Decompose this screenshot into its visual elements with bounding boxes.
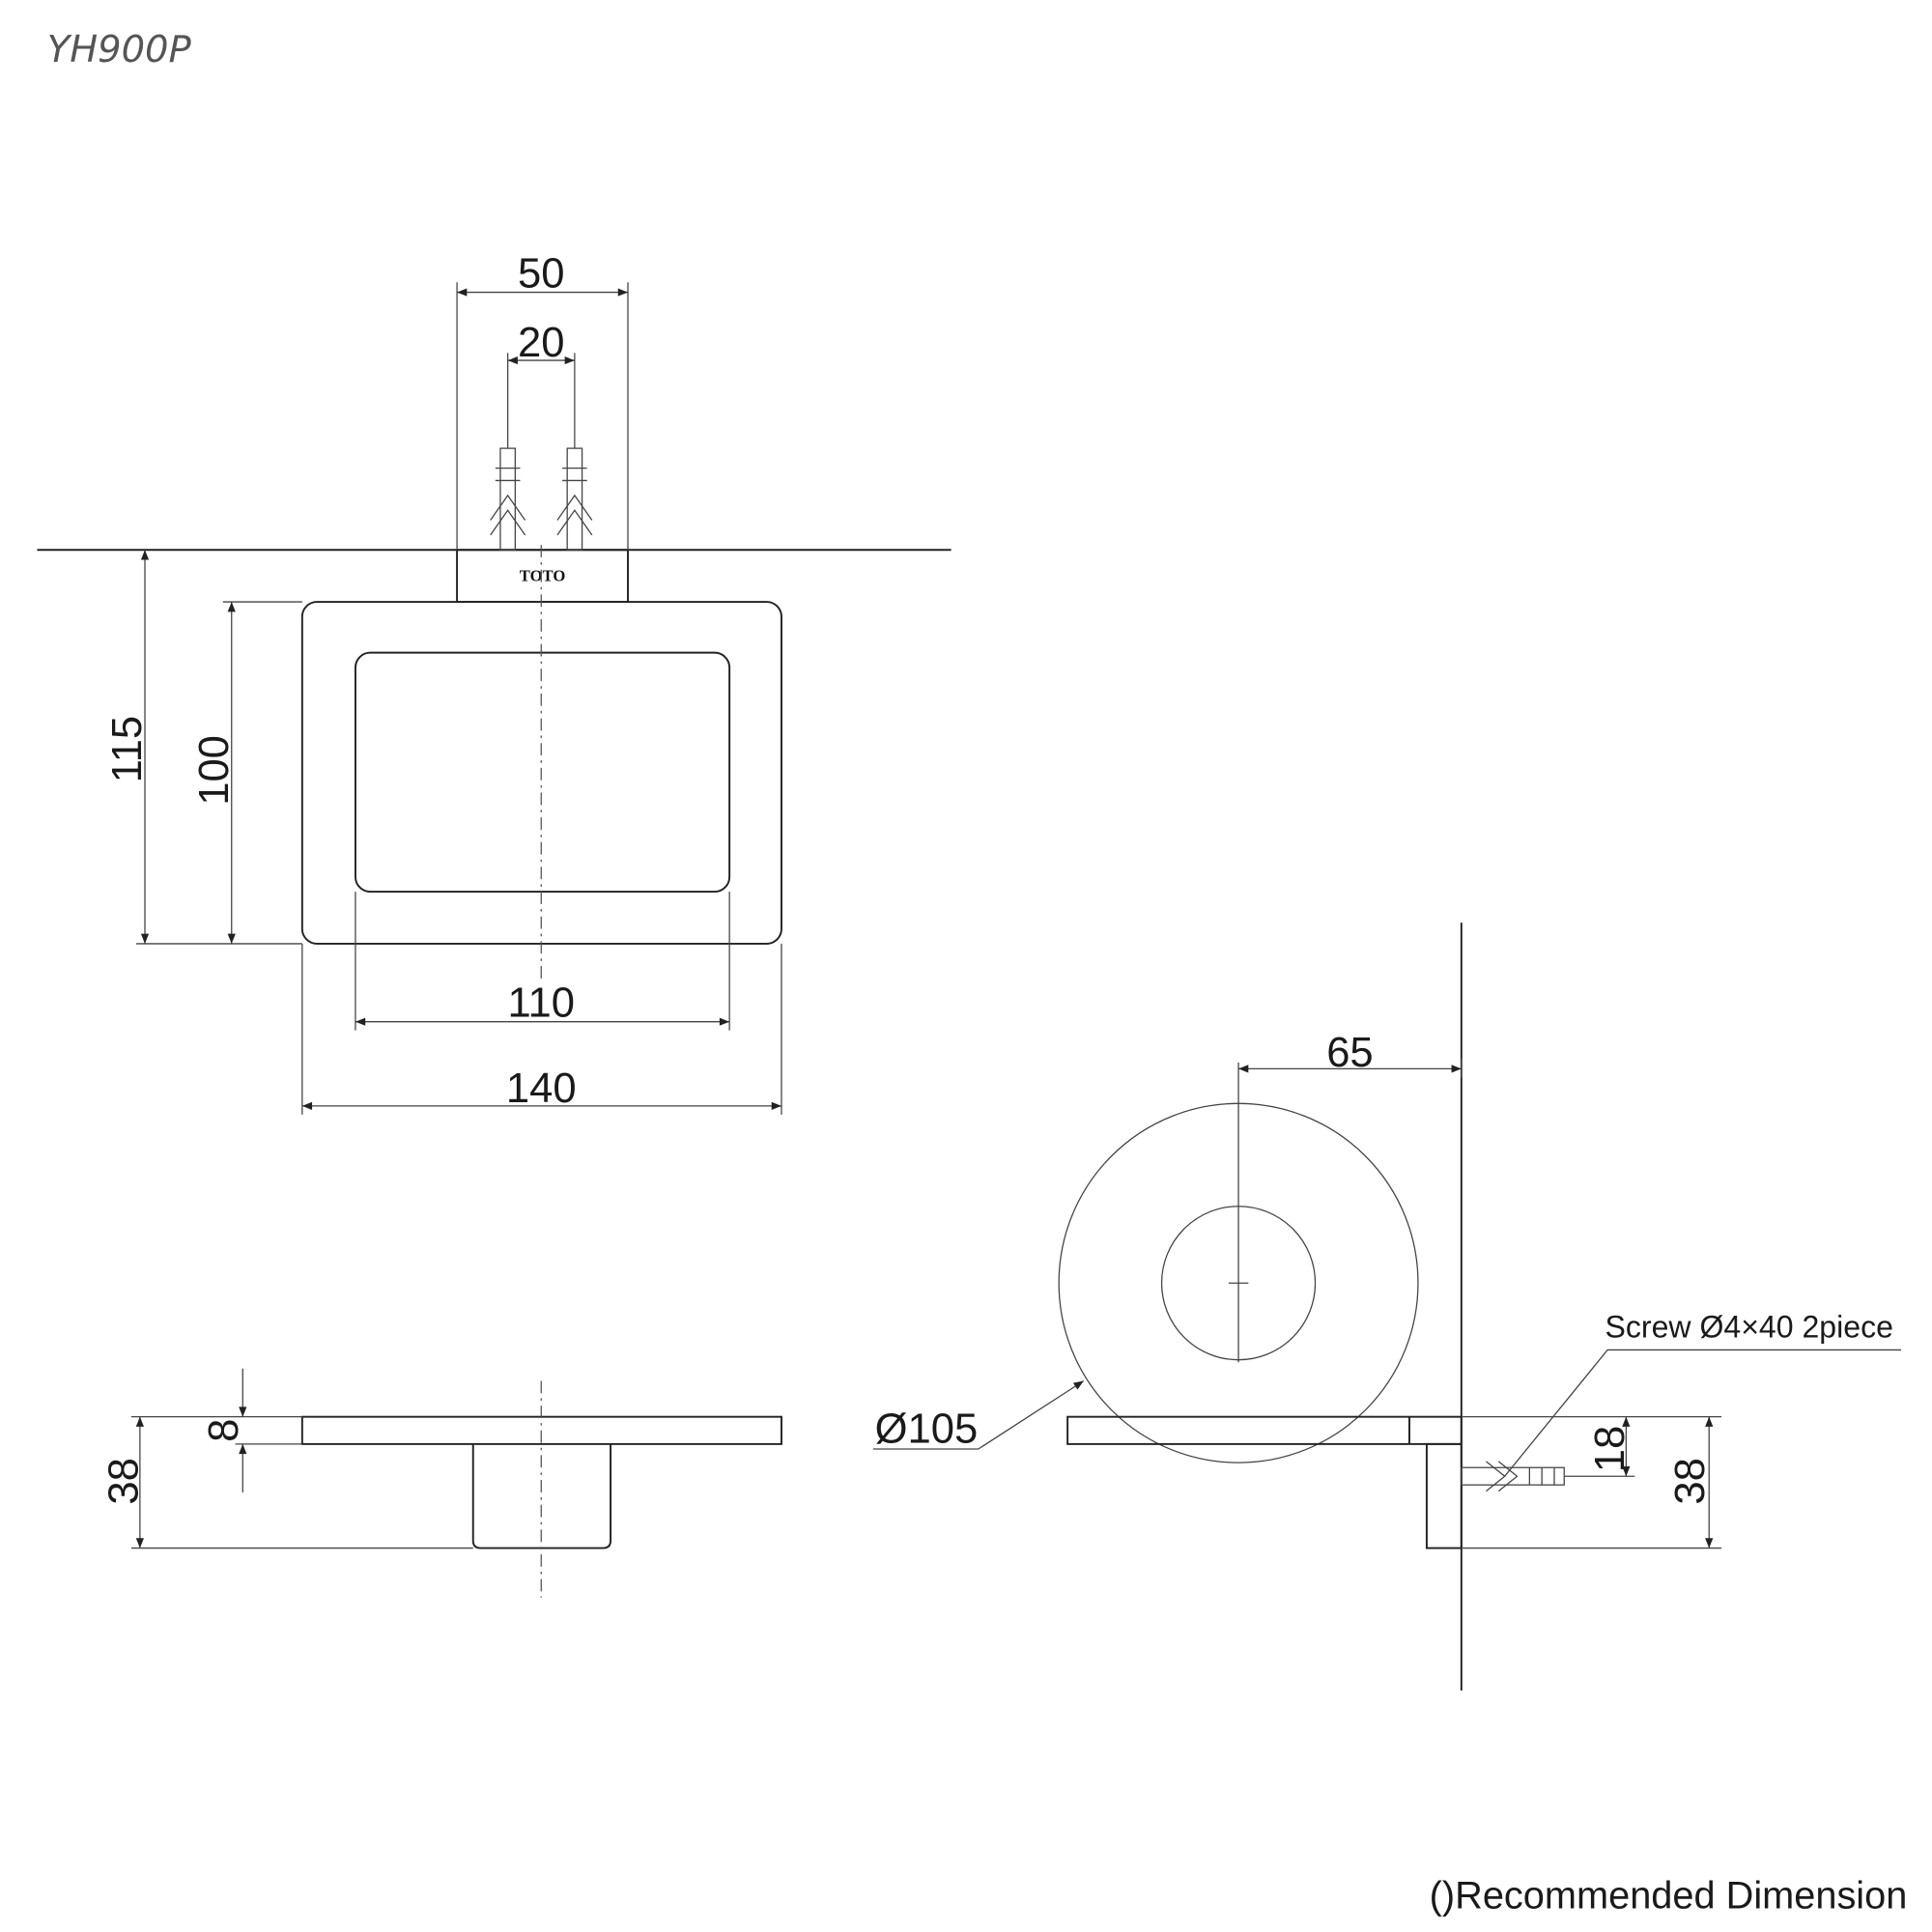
dim-diameter: Ø105 (875, 1406, 979, 1453)
wall-anchor-icon (490, 447, 593, 551)
toto-logo: TOTO (520, 566, 566, 584)
dim-20: 20 (518, 320, 564, 366)
outer-body (300, 601, 782, 945)
inner-opening (354, 651, 731, 894)
plate (300, 1415, 782, 1445)
dim-110: 110 (508, 980, 575, 1027)
dim-50: 50 (518, 250, 564, 297)
dim-100: 100 (191, 735, 238, 806)
stem (471, 1443, 612, 1549)
model-title: YH900P (47, 28, 192, 71)
dim-65: 65 (1326, 1030, 1373, 1076)
dim-115: 115 (104, 716, 151, 782)
front-elevation: 38 8 (100, 1368, 782, 1598)
footer-note: ()Recommended Dimension (1430, 1875, 1908, 1918)
dim-38-left: 38 (100, 1458, 147, 1504)
side-view: 65 Ø105 Screw Ø4×40 2piece 18 38 (872, 923, 1901, 1691)
dim-140: 140 (506, 1065, 577, 1112)
plate-side (1066, 1415, 1463, 1445)
dim-18: 18 (1587, 1426, 1634, 1472)
dim-38-right: 38 (1667, 1458, 1714, 1504)
dim-8: 8 (201, 1419, 247, 1442)
top-view: TOTO 50 20 115 100 110 140 (37, 250, 952, 1115)
stem-side (1425, 1442, 1463, 1549)
screw-note: Screw Ø4×40 2piece (1605, 1310, 1893, 1345)
